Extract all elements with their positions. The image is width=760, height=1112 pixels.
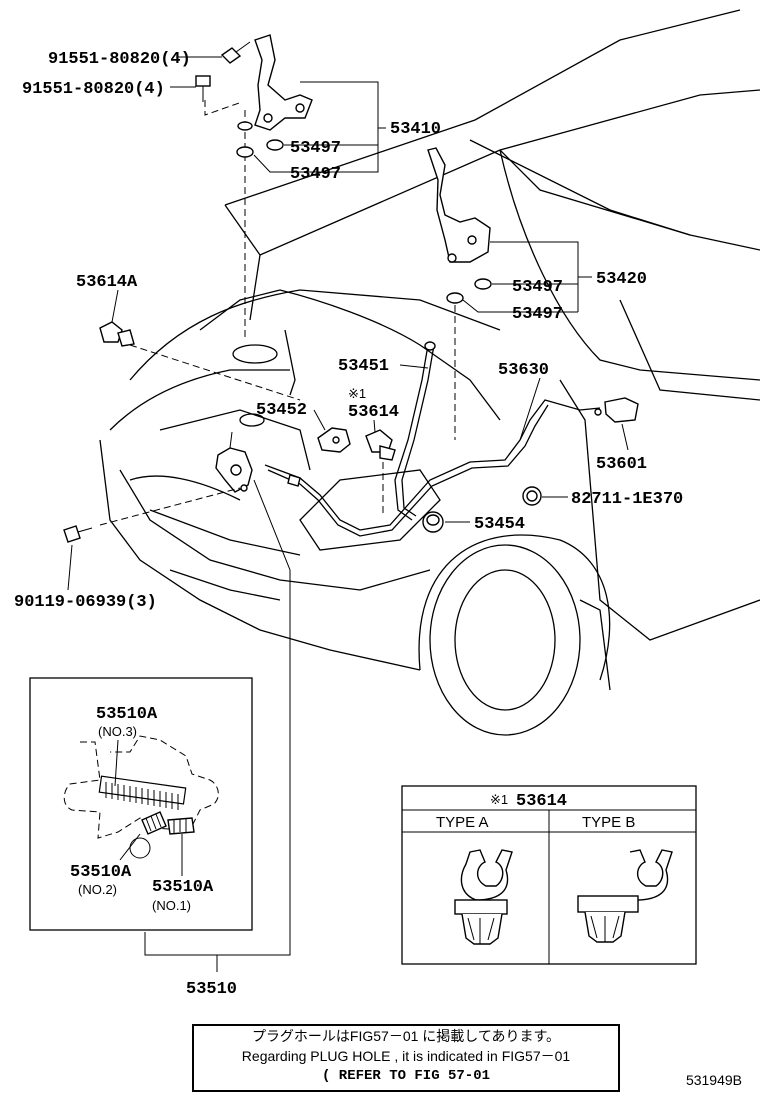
label-latch: 53601 [596,455,647,474]
washer-left-2 [236,146,254,158]
label-support: 53452 [256,401,307,420]
label-washer-r2: 53497 [512,305,563,324]
label-spring-2: 53510A [70,863,132,882]
label-clip-a: 53614A [76,273,138,292]
label-washer-l2: 53497 [290,165,341,184]
clip-53614a [99,321,135,347]
label-cushion: 53454 [474,515,525,534]
diagram-code: 531949B [685,1072,742,1088]
label-bolt-upper: 91551-80820(4) [48,50,191,69]
hinge-bolt-lower [195,75,211,102]
label-cable: 53630 [498,361,549,380]
cushion-53454 [422,511,444,533]
label-washer-r1: 53497 [512,278,563,297]
note-reference-link[interactable]: ( REFER TO FIG 57-01 [321,1068,491,1084]
hood-latch-53601 [594,397,639,423]
hood-hinge-right [427,147,491,263]
type-a-clip [454,849,513,945]
inset-lock-springs: 53510A (NO.3) 53510A (NO.2) 53510A (NO.1… [29,677,253,931]
label-spring-1-no: (NO.1) [152,898,191,913]
types-title-mark: ※1 [490,792,508,807]
label-rod-holder-mark: ※1 [348,386,366,401]
label-washer-l1: 53497 [290,139,341,158]
note-box: プラグホールはFIG57－01 に掲載してあります。 Regarding PLU… [192,1024,620,1092]
label-spring-2-no: (NO.2) [78,882,117,897]
spring-no3-coil [98,775,187,810]
note-line-japanese: プラグホールはFIG57－01 に掲載してあります。 [251,1028,561,1044]
label-rod-holder: 53614 [348,403,399,422]
label-grommet: 82711-1E370 [571,490,683,509]
label-rod: 53451 [338,357,389,376]
types-title: 53614 [516,792,567,811]
hood-hinge-left [254,34,313,131]
screw-90119 [63,525,93,543]
label-lock-assy: 53510 [186,980,237,999]
spring-no1-coil [167,817,195,835]
note-line-english: Regarding PLUG HOLE , it is indicated in… [241,1048,571,1064]
label-hinge-left: 53410 [390,120,441,139]
label-bolt-lower: 91551-80820(4) [22,80,165,99]
label-spring-3-no: (NO.3) [98,724,137,739]
vehicle-outline [99,9,760,736]
washer-right-2 [446,292,464,304]
hood-support-rod [394,341,436,521]
hood-lock-53510 [215,431,253,493]
washer-right-1 [474,278,492,290]
label-type-a: TYPE A [436,814,489,831]
rod-holder-53614 [365,429,396,461]
grommet-82711 [522,486,542,506]
label-spring-1: 53510A [152,878,214,897]
type-b-clip [577,849,673,943]
rod-support-53452 [317,427,351,453]
label-type-b: TYPE B [582,814,635,831]
label-spring-3: 53510A [96,705,158,724]
inset-rod-holder-types: ※1 53614 TYPE A TYPE B [401,785,697,965]
washer-left-1 [266,139,284,151]
label-screw: 90119-06939(3) [14,593,157,612]
release-cable-53630 [264,399,601,537]
hinge-bolt-upper [220,41,251,64]
label-hinge-right: 53420 [596,270,647,289]
leader-lines [67,56,629,972]
spring-no2-coil [141,811,167,835]
